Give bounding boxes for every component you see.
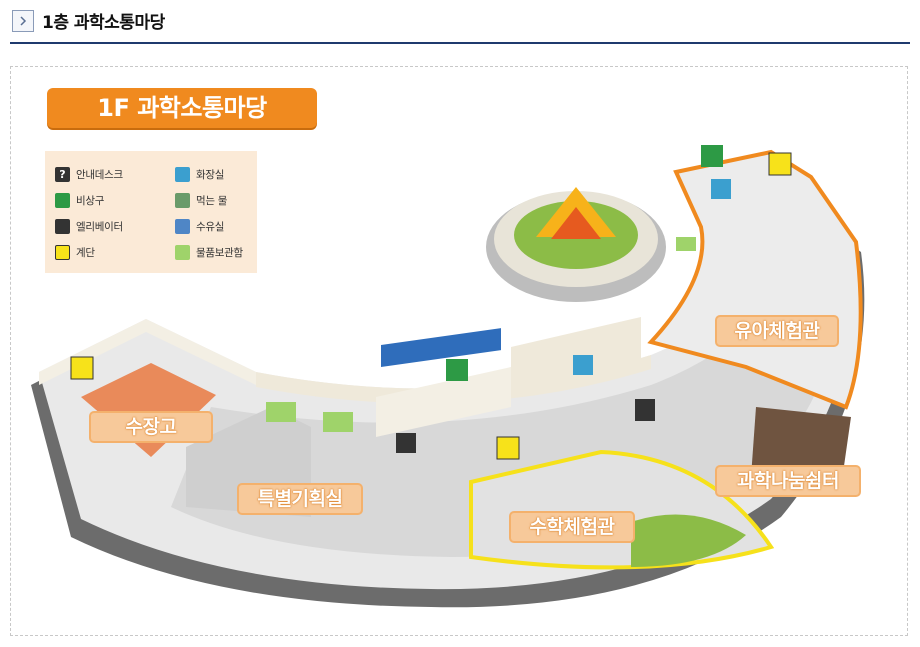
page-header: 1층 과학소통마당 [10,6,910,44]
restroom-icon [175,166,190,182]
legend-label: 먹는 물 [196,194,228,207]
locker-icon [175,244,190,260]
zone-storage[interactable]: 수장고 [89,411,213,443]
legend-label: 비상구 [76,194,105,207]
zone-special-exhibit[interactable]: 특별기획실 [237,483,363,515]
elevator-icon [55,218,70,234]
legend-label: 물품보관함 [196,246,243,259]
floor-banner: 1F 과학소통마당 [47,88,317,128]
legend-item: 화장실 [175,165,224,183]
legend-item: 계단 [55,243,95,261]
legend-label: 수유실 [196,220,225,233]
nursing-room-icon [175,218,190,234]
legend-item: 물품보관함 [175,243,243,261]
map-legend: 안내데스크 비상구 엘리베이터 계단 화장실 먹는 물 수유실 물품보관함 [45,151,257,273]
legend-label: 엘리베이터 [76,220,123,233]
zone-kids-hall[interactable]: 유아체험관 [715,315,839,347]
drinking-water-icon [175,192,190,208]
legend-item: 엘리베이터 [55,217,123,235]
zone-science-shelter[interactable]: 과학나눔쉼터 [715,465,861,497]
legend-item: 먹는 물 [175,191,227,209]
floor-map: 1F 과학소통마당 안내데스크 비상구 엘리베이터 계단 화장실 먹는 물 수유 [10,66,908,636]
info-desk-icon [55,166,70,182]
legend-label: 계단 [76,246,95,259]
page-title: 1층 과학소통마당 [42,13,165,33]
legend-item: 수유실 [175,217,224,235]
emergency-exit-icon [55,192,70,208]
legend-label: 안내데스크 [76,168,123,181]
stairs-icon [55,244,70,260]
legend-label: 화장실 [196,168,225,181]
legend-item: 안내데스크 [55,165,123,183]
chevron-right-icon [12,10,34,32]
zone-math-hall[interactable]: 수학체험관 [509,511,635,543]
legend-item: 비상구 [55,191,104,209]
